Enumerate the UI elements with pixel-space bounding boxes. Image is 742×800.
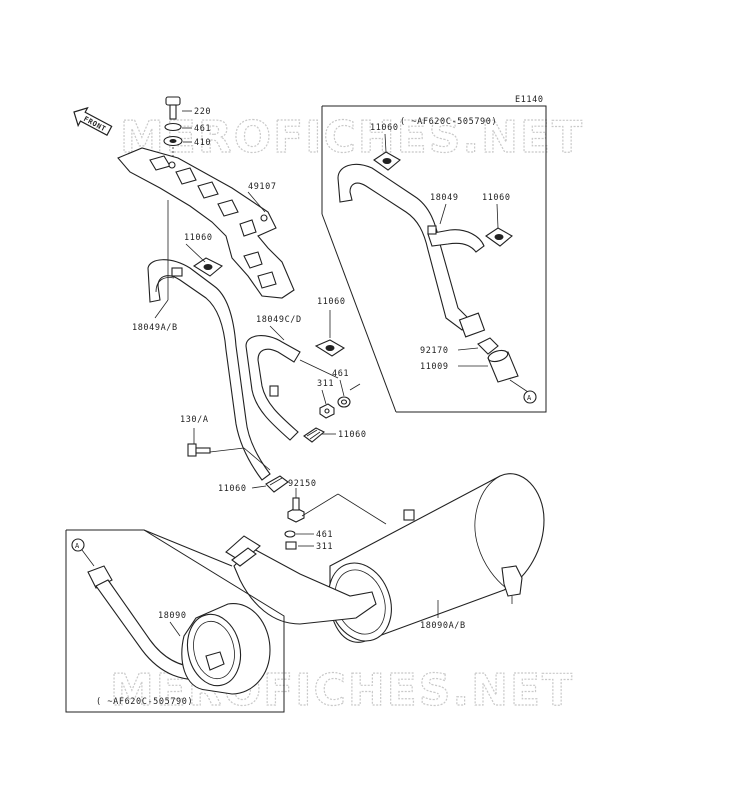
inset-exhaust-pipe-18049 [337, 163, 486, 338]
nut-311-b-icon [285, 541, 297, 550]
inset-top-serial-note: ( ~AF620C-505790) [400, 117, 497, 127]
collar-410-icon [163, 135, 192, 147]
inset-ref-circle-a-bottom [71, 538, 85, 552]
inset-label-11009: 11009 [420, 362, 449, 372]
inset-box-bottom-left [65, 529, 285, 713]
label-18049cd: 18049C/D [256, 315, 302, 325]
label-11060-c: 11060 [338, 430, 367, 440]
watermark-top: MEROFICHES.NET [120, 112, 584, 163]
ref-a-top: A [527, 394, 532, 402]
inset-label-92170: 92170 [420, 346, 449, 356]
inset-muffler-18090 [87, 565, 271, 695]
label-92150: 92150 [288, 479, 317, 489]
label-461-c: 461 [316, 530, 333, 540]
label-18049ab: 18049A/B [132, 323, 178, 333]
washer-461-icon [164, 122, 192, 132]
label-461-a: 461 [194, 124, 211, 134]
inset-tube-11009-icon [487, 349, 519, 383]
inset-clamp-92170-icon [477, 337, 499, 355]
nut-311-a-icon [319, 403, 335, 419]
inset-label-11060-a: 11060 [370, 123, 399, 133]
inset-ref-circle-a-top [523, 390, 537, 404]
bolt-220-icon [165, 96, 192, 120]
label-461-b: 461 [332, 369, 349, 379]
inset-gasket-11060-a-icon [373, 151, 401, 171]
gasket-11060-a-icon [192, 257, 223, 277]
label-11060-d: 11060 [218, 484, 247, 494]
label-11060-a: 11060 [184, 233, 213, 243]
label-11060-b: 11060 [317, 297, 346, 307]
exhaust-pipe-18049ab [147, 259, 271, 481]
inset-gasket-11060-b-icon [485, 227, 513, 247]
bolt-130a-icon [187, 443, 211, 457]
muffler-18090ab [225, 473, 545, 643]
label-311-a: 311 [317, 379, 334, 389]
label-130a: 130/A [180, 415, 209, 425]
label-410: 410 [194, 138, 211, 148]
exhaust-pipe-18049cd [245, 335, 301, 441]
label-220: 220 [194, 107, 211, 117]
inset-label-18049: 18049 [430, 193, 459, 203]
label-311-b: 311 [316, 542, 333, 552]
ref-a-bottom: A [75, 542, 80, 550]
washer-461-b-icon [337, 396, 351, 408]
label-18090ab: 18090A/B [420, 621, 466, 631]
gasket-11060-b-icon [314, 339, 346, 357]
inset-label-18090: 18090 [158, 611, 187, 621]
heat-shield-49107 [117, 147, 295, 299]
gasket-11060-c-icon [303, 427, 325, 443]
front-arrow-icon: FRONT [73, 106, 113, 137]
inset-box-top-right [322, 105, 547, 413]
gasket-11060-d-icon [265, 475, 289, 493]
inset-bottom-serial-note: ( ~AF620C-505790) [96, 697, 193, 707]
inset-label-11060-b: 11060 [482, 193, 511, 203]
bolt-92150-icon [287, 497, 305, 523]
label-49107: 49107 [248, 182, 277, 192]
diagram-code: E1140 [515, 95, 544, 105]
washer-461-c-icon [284, 530, 296, 538]
